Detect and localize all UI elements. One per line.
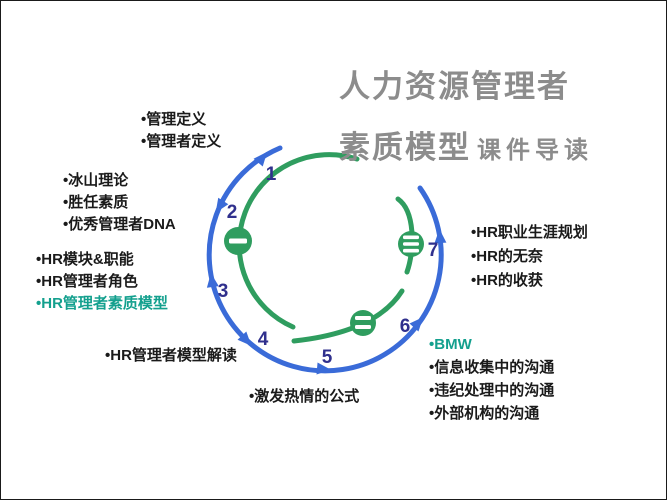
step-number-7: 7 [428, 240, 439, 261]
flow-arrow-3 [206, 273, 219, 288]
green-arc-bottom [291, 288, 405, 344]
step-number-3: 3 [218, 281, 229, 302]
list-item: •胜任素质 [63, 194, 129, 211]
list-item: •HR的收获 [471, 272, 543, 289]
title-line1: 人力资源管理者 [339, 69, 570, 104]
flow-arrow-5 [316, 362, 331, 375]
list-item: •HR的无奈 [471, 248, 543, 265]
flow-arrow-2 [215, 197, 229, 213]
list-item: •冰山理论 [63, 172, 129, 189]
minus-circle-icon [224, 227, 252, 255]
label-group-model-interpretation: •HR管理者模型解读 [105, 345, 237, 367]
step-number-2: 2 [227, 202, 238, 223]
list-item: •HR管理者模型解读 [105, 347, 237, 364]
flow-arrow-4 [237, 331, 252, 346]
list-item: •HR职业生涯规划 [471, 224, 588, 241]
step-number-5: 5 [322, 347, 333, 368]
list-item: •HR管理者角色 [36, 273, 138, 290]
list-item: •信息收集中的沟通 [429, 359, 555, 376]
list-item-highlighted: •BMW [429, 336, 472, 353]
label-group-iceberg: •冰山理论 •胜任素质 •优秀管理者DNA [63, 170, 176, 236]
page-title: 人力资源管理者 素质模型课件导读 [339, 61, 593, 167]
flow-arrow-6 [409, 317, 424, 332]
list-item: •管理者定义 [141, 133, 222, 150]
label-group-career: •HR职业生涯规划 •HR的无奈 •HR的收获 [471, 221, 588, 293]
green-arc-left [236, 152, 360, 330]
list-item: •激发热情的公式 [249, 388, 360, 405]
step-number-6: 6 [400, 316, 411, 337]
flow-arrow-7 [434, 229, 447, 244]
label-group-definitions: •管理定义 •管理者定义 [141, 109, 221, 153]
title-subtitle: 课件导读 [477, 137, 593, 164]
title-main: 素质模型 [339, 130, 471, 165]
title-line2: 素质模型课件导读 [339, 122, 593, 167]
label-group-passion-formula: •激发热情的公式 [249, 386, 359, 408]
label-group-hr-modules: •HR模块&职能 •HR管理者角色 •HR管理者素质模型 [36, 249, 168, 315]
menu-circle-icon [398, 231, 424, 257]
step-number-1: 1 [266, 164, 277, 185]
list-item-highlighted: •HR管理者素质模型 [36, 295, 168, 312]
flow-arrow-1 [253, 151, 268, 167]
equals-circle-icon [350, 310, 376, 336]
list-item: •HR模块&职能 [36, 251, 134, 268]
label-group-communication: •BMW •信息收集中的沟通 •违纪处理中的沟通 •外部机构的沟通 [429, 333, 554, 425]
step-number-4: 4 [258, 329, 269, 350]
list-item: •优秀管理者DNA [63, 216, 176, 233]
list-item: •管理定义 [141, 111, 207, 128]
list-item: •外部机构的沟通 [429, 405, 540, 422]
list-item: •违纪处理中的沟通 [429, 382, 555, 399]
